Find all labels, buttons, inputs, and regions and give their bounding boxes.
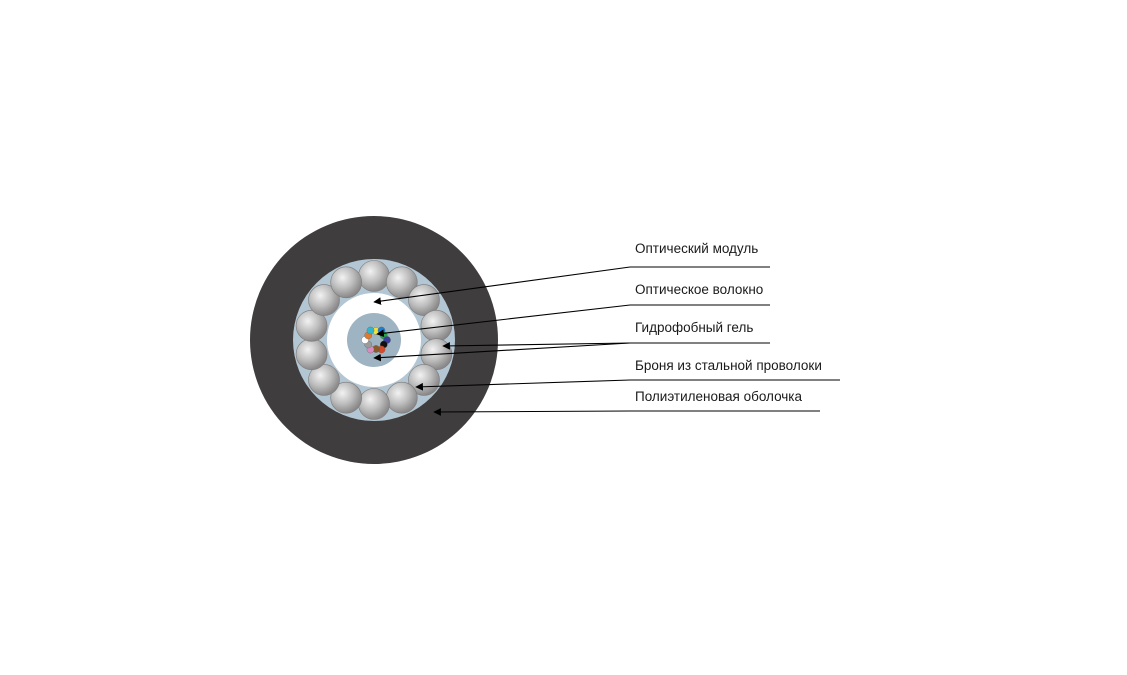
label-polyethylene-sheath: Полиэтиленовая оболочка bbox=[635, 389, 803, 404]
armor-wire bbox=[308, 364, 340, 396]
arrow-steel-wire-armor bbox=[415, 379, 631, 391]
steel-wire-armor bbox=[295, 260, 453, 420]
armor-wire bbox=[295, 338, 328, 371]
leader-lines bbox=[373, 266, 840, 416]
arrow-optical-module bbox=[373, 266, 631, 305]
label-steel-wire-armor: Броня из стальной проволоки bbox=[635, 358, 822, 373]
armor-wire bbox=[330, 381, 363, 414]
armor-wire bbox=[358, 388, 390, 420]
armor-wire bbox=[295, 309, 328, 342]
optical-fibers bbox=[361, 326, 391, 354]
armor-wire bbox=[330, 266, 363, 299]
optical-module bbox=[347, 313, 401, 367]
optical-fiber bbox=[366, 326, 375, 335]
armor-wire bbox=[385, 381, 418, 414]
label-hydrophobic-gel: Гидрофобный гель bbox=[635, 320, 754, 335]
armor-wire bbox=[408, 284, 440, 316]
arrow-polyethylene-sheath bbox=[433, 408, 631, 416]
label-optical-module: Оптический модуль bbox=[635, 241, 759, 256]
label-optical-fiber: Оптическое волокно bbox=[635, 282, 764, 297]
arrow-hydrophobic-gel-1 bbox=[373, 342, 631, 362]
armor-wire bbox=[358, 260, 390, 292]
armor-wire bbox=[308, 284, 340, 316]
arrow-optical-fiber bbox=[376, 304, 631, 338]
arrow-hydrophobic-gel-2 bbox=[442, 342, 631, 350]
